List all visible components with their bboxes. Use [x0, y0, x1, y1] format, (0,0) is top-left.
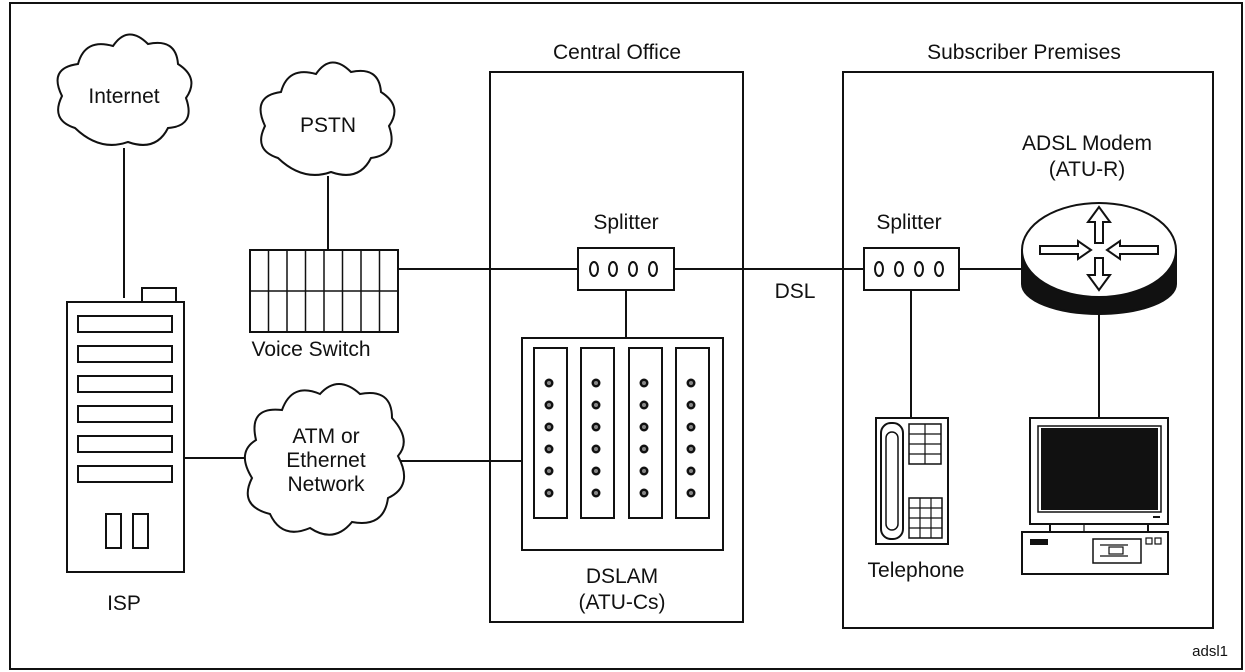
outer-frame	[9, 2, 1243, 670]
co-splitter-label: Splitter	[593, 211, 658, 234]
pstn-label: PSTN	[300, 114, 356, 137]
modem-label-line1: ADSL Modem	[1022, 132, 1152, 155]
isp-label: ISP	[107, 592, 141, 615]
subscriber-premises-label: Subscriber Premises	[927, 41, 1121, 64]
telephone-icon	[875, 417, 949, 545]
atm-ethernet-network-cloud: ATM or Ethernet Network	[244, 383, 406, 536]
co-splitter-icon	[577, 247, 675, 291]
dslam-icon	[521, 337, 724, 551]
central-office-box	[489, 71, 744, 623]
adsl-modem-icon	[1021, 202, 1177, 315]
subscriber-splitter-icon	[863, 247, 960, 291]
network-label-line2: Ethernet	[286, 449, 366, 472]
subscriber-premises-box	[842, 71, 1214, 629]
network-label-line3: Network	[287, 473, 365, 496]
central-office-label: Central Office	[553, 41, 681, 64]
voice-switch-label: Voice Switch	[251, 338, 370, 361]
modem-label-line2: (ATU-R)	[1049, 158, 1126, 181]
internet-cloud: Internet	[56, 33, 193, 146]
figure-id-label: adsl1	[1192, 643, 1228, 660]
isp-server-icon	[66, 287, 185, 573]
computer-icon	[1021, 417, 1169, 575]
telephone-label: Telephone	[868, 559, 965, 582]
subscriber-splitter-label: Splitter	[876, 211, 941, 234]
internet-label: Internet	[88, 85, 159, 108]
dslam-label-line2: (ATU-Cs)	[578, 591, 665, 614]
network-label-line1: ATM or	[292, 425, 359, 448]
voice-switch-icon	[249, 249, 399, 333]
dsl-link-label: DSL	[775, 280, 816, 303]
dslam-label-line1: DSLAM	[586, 565, 658, 588]
pstn-cloud: PSTN	[259, 61, 396, 176]
